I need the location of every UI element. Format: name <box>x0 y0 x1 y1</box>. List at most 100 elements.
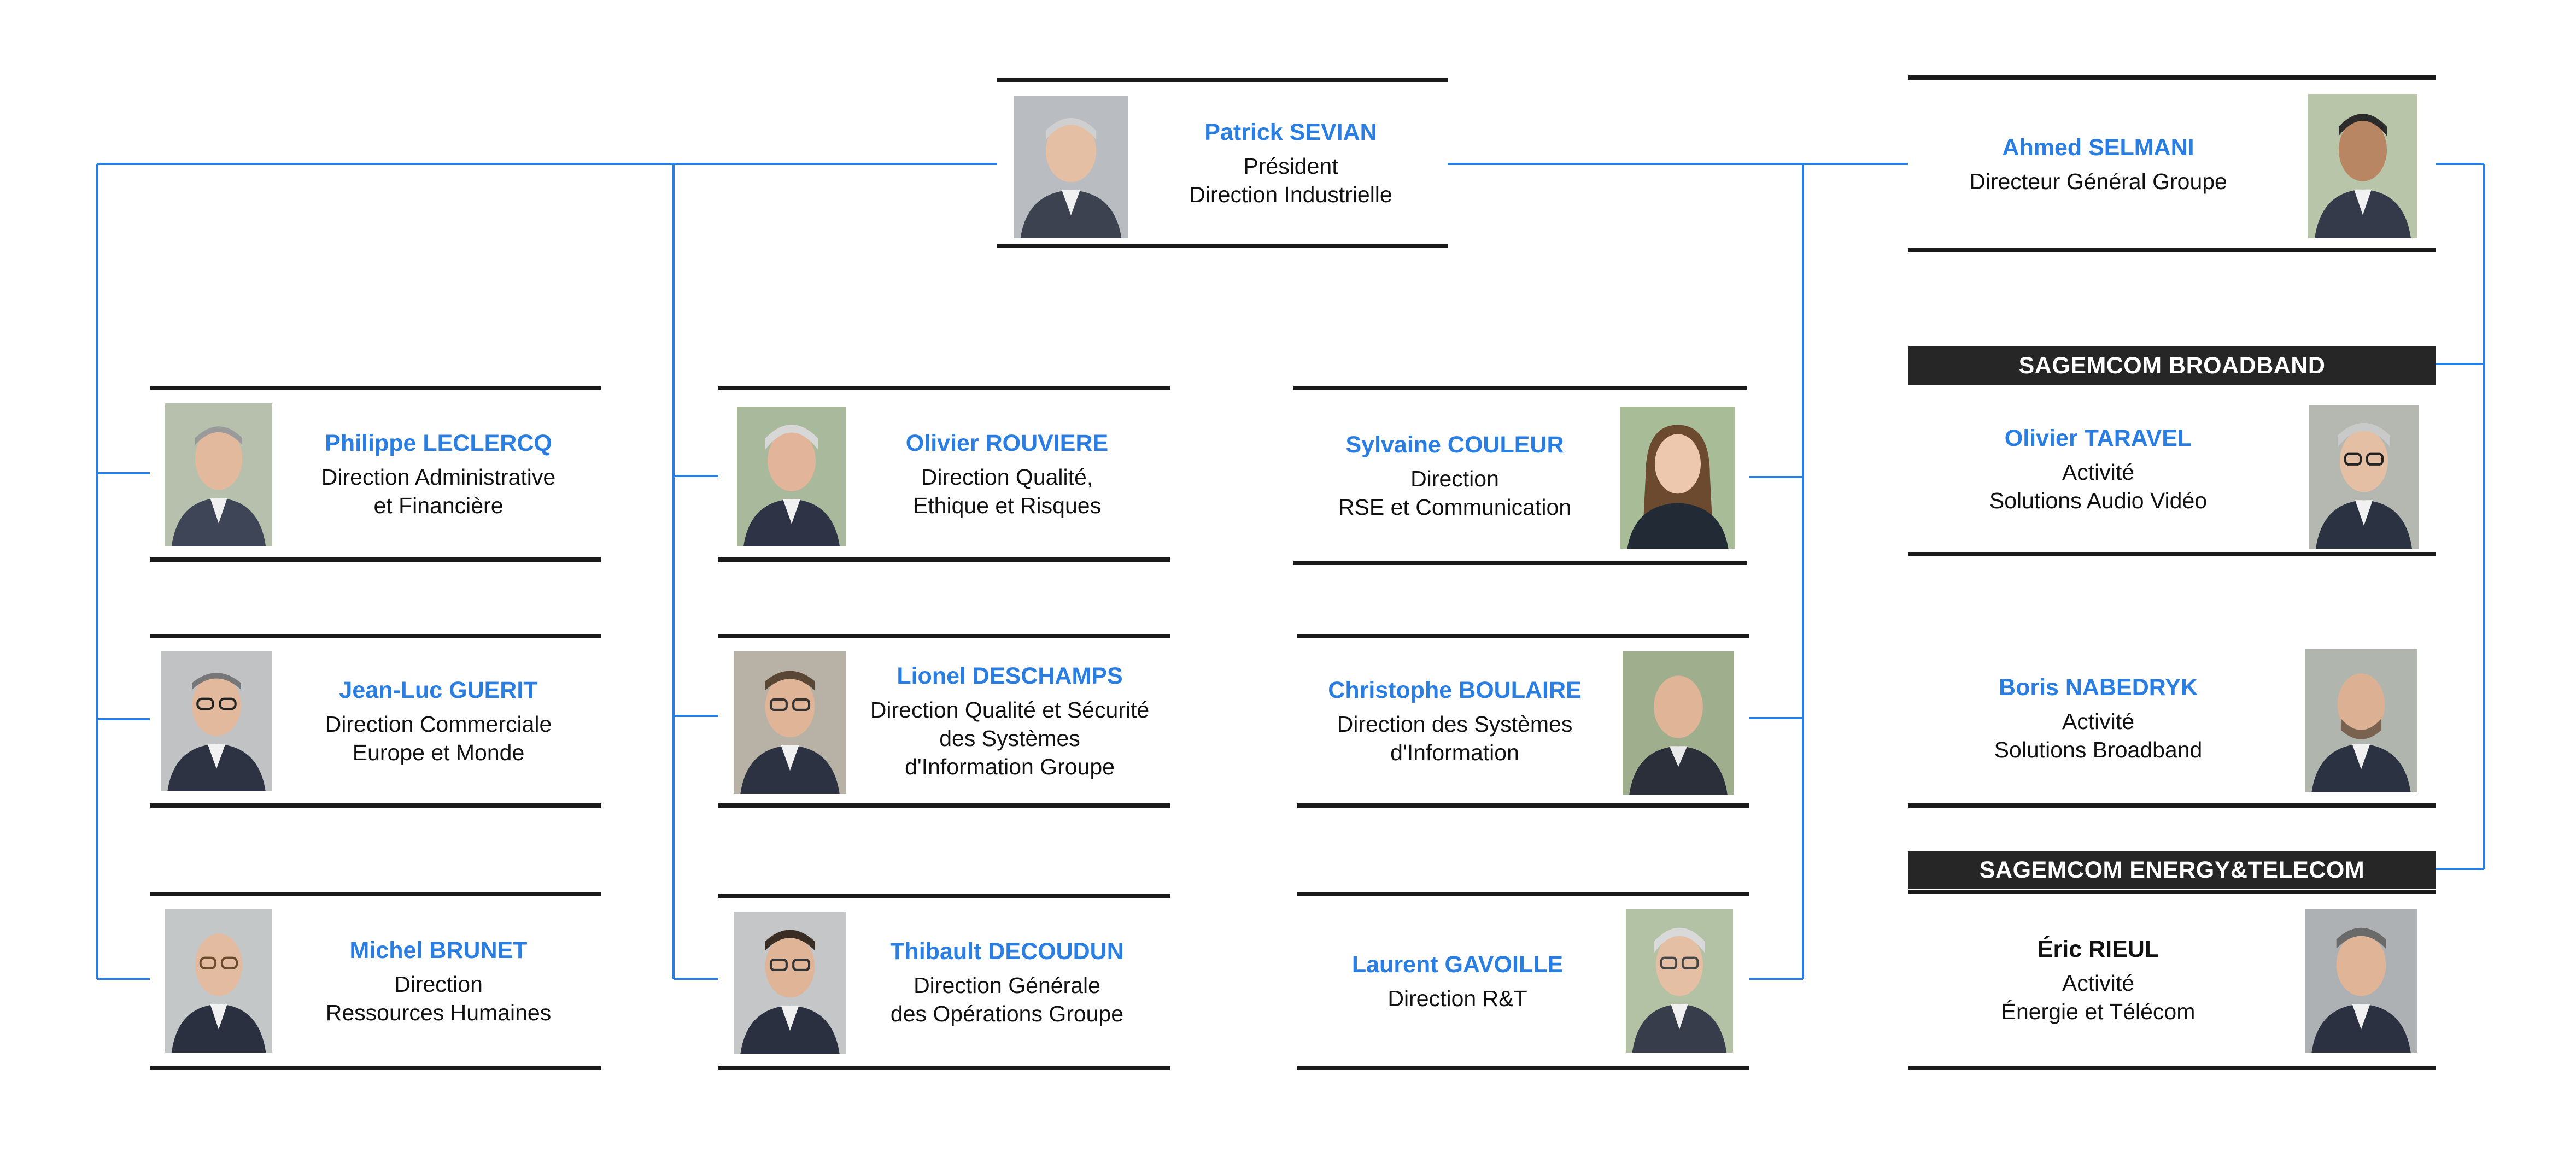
person-text: Thibault DECOUDUN Direction Générale des… <box>850 898 1164 1066</box>
person-photo <box>737 407 846 546</box>
person-photo <box>1626 909 1733 1053</box>
person-text: Michel BRUNET Direction Ressources Humai… <box>281 896 596 1066</box>
person-photo <box>734 651 846 794</box>
president-role-line-2: Direction Industrielle <box>1189 182 1392 207</box>
person-name: Thibault DECOUDUN <box>890 938 1124 965</box>
person-role-line: Direction Qualité et Sécurité <box>870 697 1150 722</box>
person-avatar-icon <box>2308 94 2417 238</box>
person-name: Michel BRUNET <box>349 937 528 963</box>
person-photo <box>165 909 272 1053</box>
broadband-card-1: Olivier TARAVEL Activité Solutions Audio… <box>1908 386 2436 556</box>
person-card-col1-3: Michel BRUNET Direction Ressources Humai… <box>150 892 601 1070</box>
president-name: Patrick SEVIAN <box>1204 119 1377 145</box>
person-photo <box>1620 407 1735 549</box>
person-name: Olivier ROUVIERE <box>905 430 1109 456</box>
person-avatar-icon <box>1014 96 1128 238</box>
person-avatar-icon <box>161 651 272 791</box>
person-role-line: RSE et Communication <box>1338 495 1572 520</box>
person-name: Christophe BOULAIRE <box>1328 677 1582 703</box>
person-card-col3-1: Sylvaine COULEUR Direction RSE et Commun… <box>1293 386 1747 565</box>
person-role-line: d'Information <box>1390 740 1519 765</box>
person-text: Laurent GAVOILLE Direction R&T <box>1302 896 1613 1066</box>
person-card-col1-1: Philippe LECLERCQ Direction Administrati… <box>150 386 601 562</box>
person-text: Christophe BOULAIRE Direction des Systèm… <box>1297 638 1613 803</box>
person-card-col2-3: Thibault DECOUDUN Direction Générale des… <box>718 894 1170 1070</box>
person-avatar-icon <box>1623 651 1734 795</box>
person-avatar-icon <box>2305 649 2417 792</box>
person-card-col3-3: Laurent GAVOILLE Direction R&T <box>1297 892 1749 1070</box>
person-role-line: Activité <box>2062 460 2135 485</box>
ceo-card: Ahmed SELMANI Directeur Général Groupe <box>1908 75 2436 252</box>
president-photo <box>1014 96 1128 238</box>
person-text: Jean-Luc GUERIT Direction Commerciale Eu… <box>281 638 596 803</box>
person-name: Philippe LECLERCQ <box>325 430 552 456</box>
person-photo <box>2305 909 2417 1053</box>
person-name: Lionel DESCHAMPS <box>897 663 1123 689</box>
ceo-text: Ahmed SELMANI Directeur Général Groupe <box>1919 80 2278 248</box>
person-photo <box>2309 405 2419 549</box>
person-avatar-icon <box>737 407 846 546</box>
ceo-photo <box>2308 94 2417 238</box>
person-avatar-icon <box>734 651 846 794</box>
person-avatar-icon <box>734 912 846 1054</box>
person-role-line: Ethique et Risques <box>912 493 1102 518</box>
person-avatar-icon <box>165 909 272 1053</box>
person-card-col3-2: Christophe BOULAIRE Direction des Systèm… <box>1297 634 1749 808</box>
person-name: Éric RIEUL <box>2037 936 2159 962</box>
person-text: Lionel DESCHAMPS Direction Qualité et Sé… <box>850 638 1170 803</box>
person-text: Olivier ROUVIERE Direction Qualité, Ethi… <box>850 390 1164 557</box>
person-role-line: des Systèmes <box>939 726 1080 751</box>
person-name: Sylvaine COULEUR <box>1345 432 1564 458</box>
person-role-line: Direction Qualité, <box>921 465 1093 490</box>
connector-group <box>96 163 2485 980</box>
president-role-line-1: Président <box>1243 154 1338 179</box>
ceo-role-line-1: Directeur Général Groupe <box>1969 169 2227 194</box>
person-text: Éric RIEUL Activité Énergie et Télécom <box>1919 894 2278 1066</box>
person-role-line: Solutions Broadband <box>1994 737 2203 762</box>
person-text: Philippe LECLERCQ Direction Administrati… <box>281 390 596 557</box>
person-photo <box>2305 649 2417 792</box>
broadband-banner: SAGEMCOM BROADBAND <box>1908 346 2436 385</box>
person-avatar-icon <box>2305 909 2417 1053</box>
person-role-line: Direction Générale <box>914 973 1100 998</box>
person-role-line: Direction des Systèmes <box>1337 712 1573 737</box>
person-text: Sylvaine COULEUR Direction RSE et Commun… <box>1299 390 1611 561</box>
person-avatar-icon <box>1626 909 1733 1053</box>
person-role-line: d'Information Groupe <box>905 754 1115 779</box>
president-card: Patrick SEVIAN Président Direction Indus… <box>997 78 1448 248</box>
energy-telecom-banner: SAGEMCOM ENERGY&TELECOM <box>1908 851 2436 889</box>
broadband-card-2: Boris NABEDRYK Activité Solutions Broadb… <box>1908 556 2436 808</box>
person-avatar-icon <box>2309 405 2419 549</box>
person-avatar-icon <box>165 403 272 546</box>
person-photo <box>1623 651 1734 795</box>
person-role-line: Direction <box>1410 466 1499 491</box>
person-role-line: Europe et Monde <box>352 740 525 765</box>
person-name: Boris NABEDRYK <box>1999 674 2198 701</box>
person-role-line: et Financière <box>373 493 504 518</box>
person-role-line: Direction <box>394 972 483 997</box>
person-photo <box>161 651 272 791</box>
president-text: Patrick SEVIAN Président Direction Indus… <box>1139 82 1442 244</box>
person-name: Jean-Luc GUERIT <box>339 677 538 703</box>
person-role-line: Ressources Humaines <box>325 1000 552 1025</box>
person-card-col1-2: Jean-Luc GUERIT Direction Commerciale Eu… <box>150 634 601 808</box>
person-role-line: Activité <box>2062 971 2135 996</box>
person-name: Olivier TARAVEL <box>2004 425 2192 451</box>
person-card-col2-2: Lionel DESCHAMPS Direction Qualité et Sé… <box>718 634 1170 808</box>
person-card-col2-1: Olivier ROUVIERE Direction Qualité, Ethi… <box>718 386 1170 562</box>
person-role-line: Énergie et Télécom <box>2001 999 2196 1024</box>
person-role-line: Direction Commerciale <box>325 712 552 737</box>
person-avatar-icon <box>1620 407 1735 549</box>
person-name: Laurent GAVOILLE <box>1351 951 1564 978</box>
energy-card-1: Éric RIEUL Activité Énergie et Télécom <box>1908 890 2436 1070</box>
person-role-line: des Opérations Groupe <box>890 1001 1124 1026</box>
person-role-line: Activité <box>2062 709 2135 734</box>
person-role-line: Direction Administrative <box>321 465 556 490</box>
person-role-line: Solutions Audio Vidéo <box>1989 488 2208 513</box>
person-photo <box>165 403 272 546</box>
person-photo <box>734 912 846 1054</box>
person-text: Olivier TARAVEL Activité Solutions Audio… <box>1919 386 2278 552</box>
person-role-line: Direction R&T <box>1387 986 1527 1011</box>
ceo-name: Ahmed SELMANI <box>2002 134 2194 161</box>
